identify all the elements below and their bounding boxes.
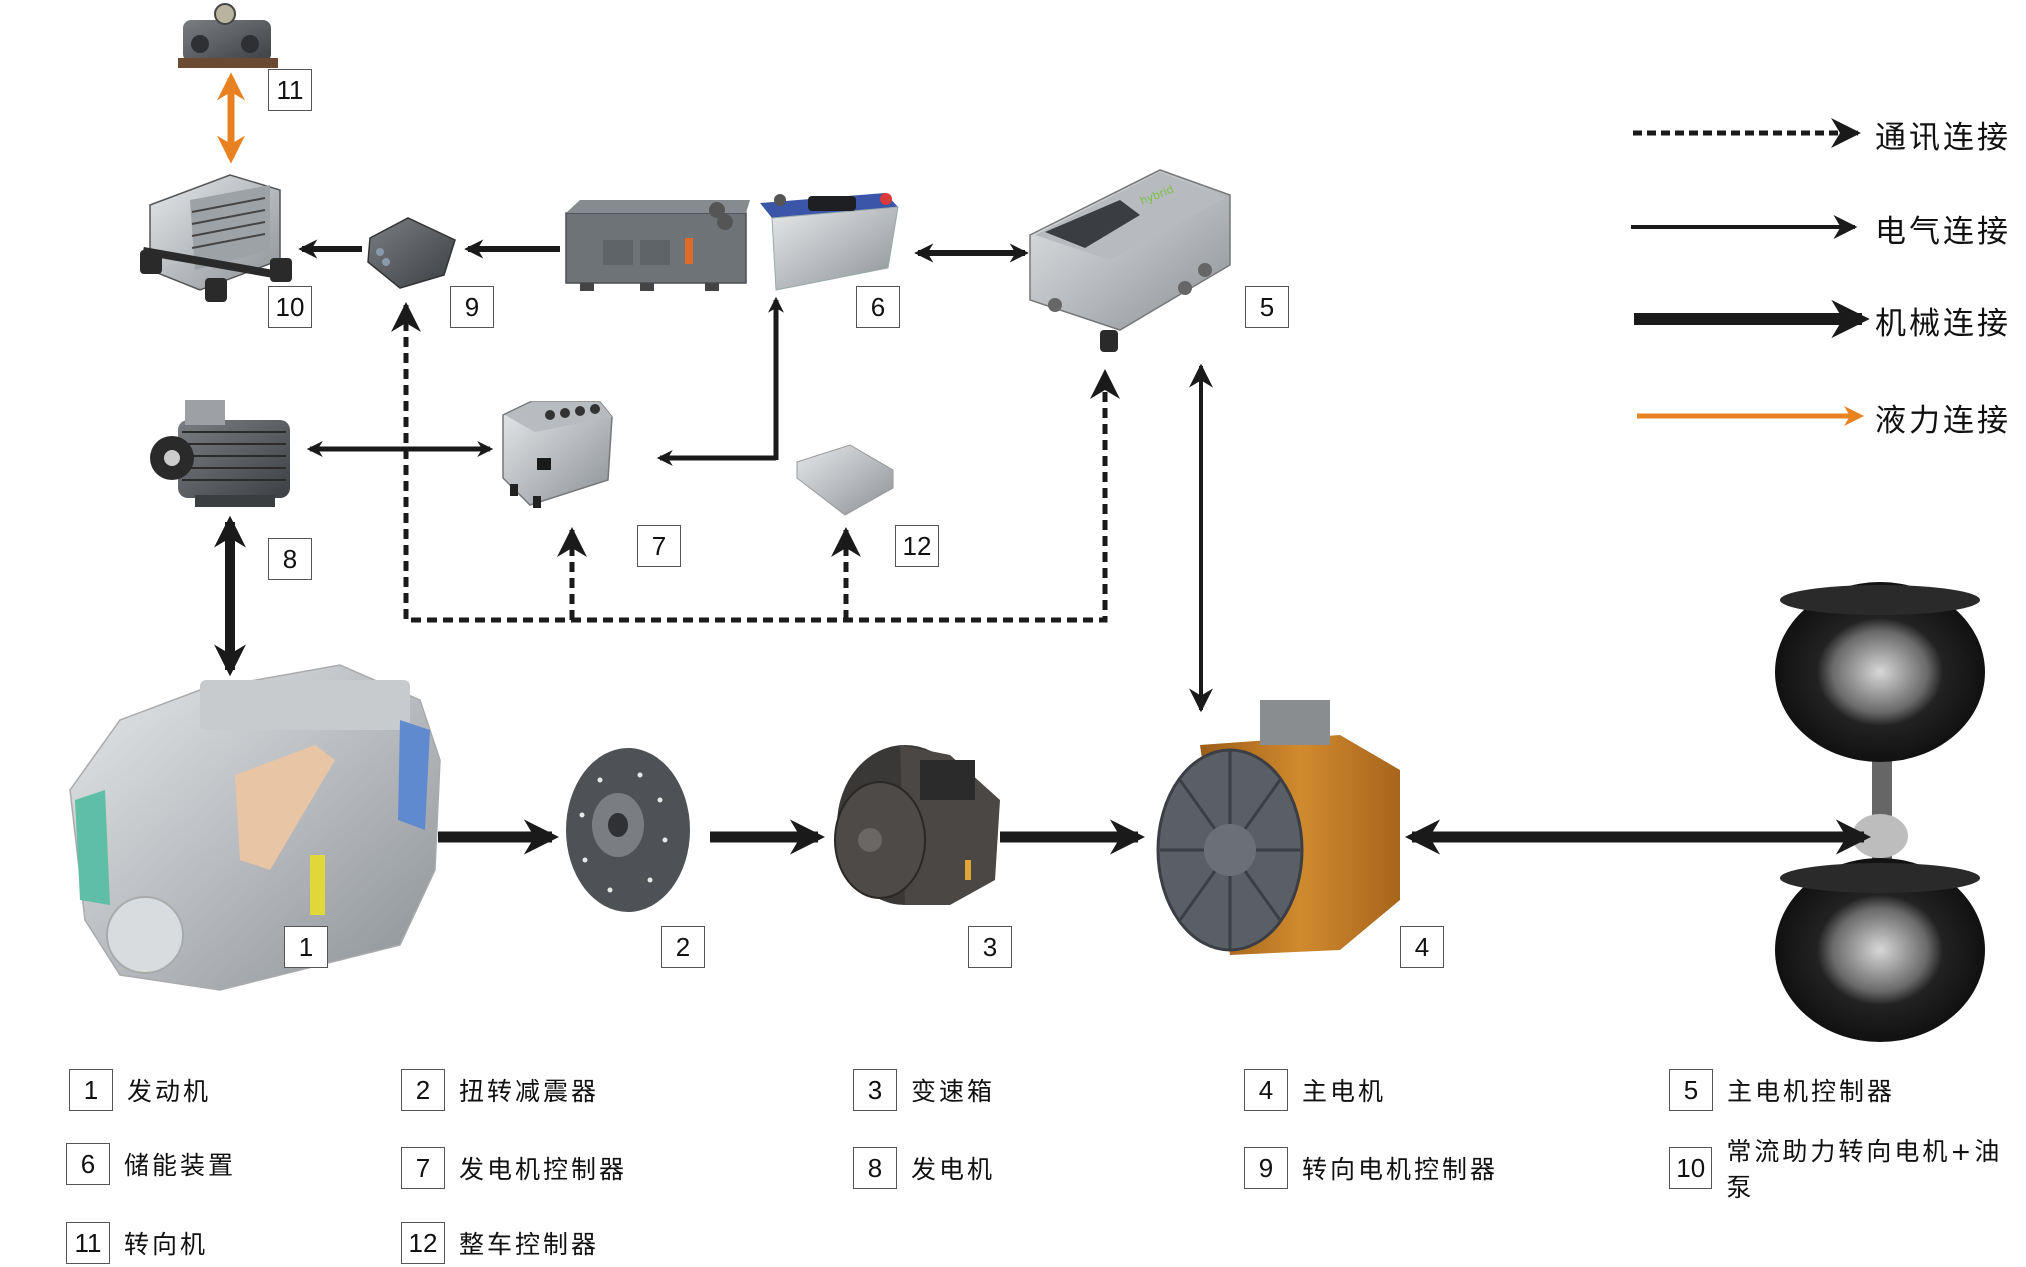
legend-label-communication: 通讯连接 bbox=[1875, 120, 2011, 156]
key-item-4: 4 主电机 bbox=[1244, 1066, 1386, 1114]
power-box-illustration bbox=[565, 200, 750, 291]
main-controller-illustration: hybrid bbox=[1029, 169, 1231, 352]
comm-bus bbox=[391, 302, 1120, 623]
key-item-5: 5 主电机控制器 bbox=[1669, 1066, 1895, 1114]
key-item-1: 1 发动机 bbox=[69, 1066, 211, 1114]
electric-link-7-6 bbox=[656, 449, 779, 467]
key-label: 主电机控制器 bbox=[1727, 1077, 1896, 1106]
generator-illustration bbox=[150, 400, 290, 507]
key-num: 6 bbox=[66, 1143, 110, 1185]
key-label: 转向电机控制器 bbox=[1302, 1155, 1499, 1184]
callout-5: 5 bbox=[1245, 286, 1289, 328]
key-item-7: 7 发电机控制器 bbox=[401, 1144, 627, 1192]
callout-7: 7 bbox=[637, 525, 681, 567]
legend-label-mechanical: 机械连接 bbox=[1875, 306, 2011, 342]
key-item-6: 6 储能装置 bbox=[66, 1140, 236, 1188]
callout-3: 3 bbox=[968, 926, 1012, 968]
key-num: 3 bbox=[853, 1069, 897, 1111]
callout-4: 4 bbox=[1400, 926, 1444, 968]
key-item-9: 9 转向电机控制器 bbox=[1244, 1144, 1498, 1192]
callout-6: 6 bbox=[856, 286, 900, 328]
callout-8: 8 bbox=[268, 538, 312, 580]
key-label: 转向机 bbox=[124, 1230, 209, 1259]
callout-9: 9 bbox=[450, 286, 494, 328]
steering-gear-illustration bbox=[178, 3, 278, 68]
callout-11: 11 bbox=[268, 69, 312, 111]
legend-label-electric: 电气连接 bbox=[1875, 214, 2011, 250]
key-label: 发电机 bbox=[911, 1155, 996, 1184]
key-label: 变速箱 bbox=[911, 1077, 996, 1106]
key-item-3: 3 变速箱 bbox=[853, 1066, 995, 1114]
key-num: 11 bbox=[66, 1222, 110, 1264]
key-num: 1 bbox=[69, 1069, 113, 1111]
key-label: 扭转减震器 bbox=[459, 1077, 600, 1106]
key-num: 4 bbox=[1244, 1069, 1288, 1111]
legend-label-hydraulic: 液力连接 bbox=[1875, 403, 2011, 439]
callout-10: 10 bbox=[268, 286, 312, 328]
key-item-8: 8 发电机 bbox=[853, 1144, 995, 1192]
steering-controller-illustration bbox=[367, 217, 456, 289]
key-num: 5 bbox=[1669, 1069, 1713, 1111]
key-num: 10 bbox=[1669, 1147, 1713, 1189]
key-num: 8 bbox=[853, 1147, 897, 1189]
callout-12: 12 bbox=[895, 525, 939, 567]
engine-illustration bbox=[69, 664, 441, 991]
key-item-2: 2 扭转减震器 bbox=[401, 1066, 599, 1114]
axle-wheels-illustration bbox=[1775, 582, 1985, 1042]
vehicle-controller-illustration bbox=[796, 444, 894, 516]
key-label: 发动机 bbox=[127, 1077, 212, 1106]
key-label: 常流助力转向电机+油泵 bbox=[1726, 1137, 2003, 1202]
callout-2: 2 bbox=[661, 926, 705, 968]
key-label: 储能装置 bbox=[124, 1151, 237, 1180]
key-item-11: 11 转向机 bbox=[66, 1219, 208, 1267]
key-num: 12 bbox=[401, 1222, 445, 1264]
steering-pump-motor-illustration bbox=[140, 174, 292, 302]
damper-illustration bbox=[566, 748, 690, 912]
key-label: 主电机 bbox=[1302, 1077, 1387, 1106]
key-num: 7 bbox=[401, 1147, 445, 1189]
gearbox-illustration bbox=[834, 745, 1000, 905]
callout-1: 1 bbox=[284, 926, 328, 968]
key-num: 2 bbox=[401, 1069, 445, 1111]
key-item-12: 12 整车控制器 bbox=[401, 1219, 599, 1267]
key-label: 整车控制器 bbox=[459, 1230, 600, 1259]
key-item-10: 10 常流助力转向电机+油泵 bbox=[1669, 1137, 2026, 1202]
key-num: 9 bbox=[1244, 1147, 1288, 1189]
battery-illustration bbox=[760, 193, 899, 291]
generator-controller-illustration bbox=[502, 401, 613, 508]
main-motor-illustration bbox=[1156, 700, 1400, 955]
key-label: 发电机控制器 bbox=[459, 1155, 628, 1184]
